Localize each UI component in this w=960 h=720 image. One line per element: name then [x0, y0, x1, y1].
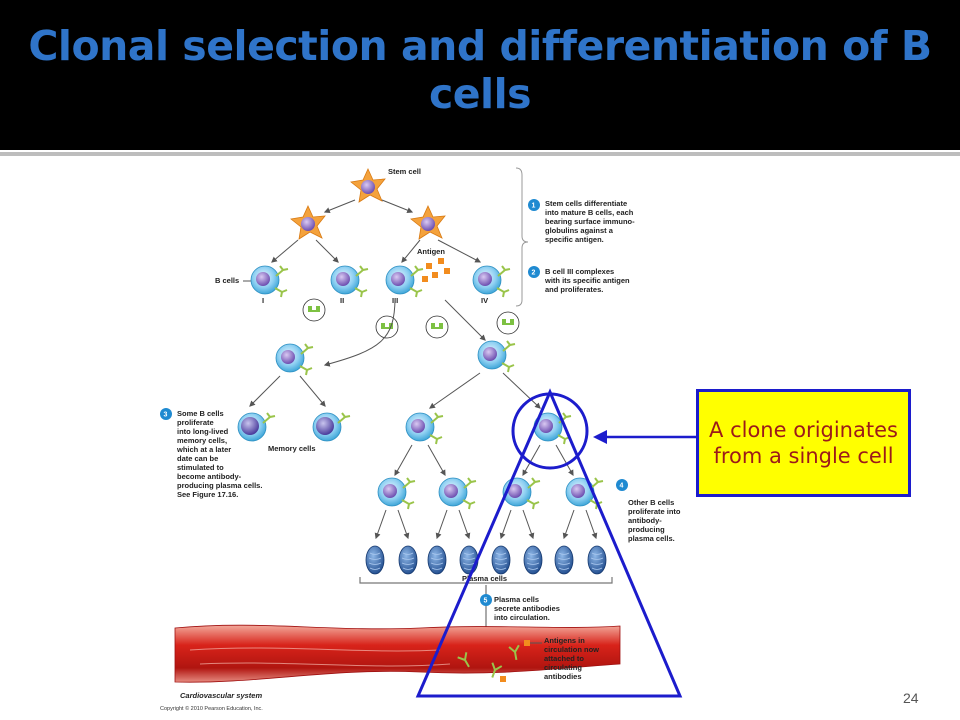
step-1-line-1: Stem cells differentiate	[545, 199, 627, 208]
stem-cell-daughter-right	[410, 205, 446, 240]
callout-arrowhead	[593, 430, 607, 444]
step-1-line-2: into mature B cells, each	[545, 208, 634, 217]
antigens-note-line-4: circulating	[544, 663, 582, 672]
step-5-line-1: Plasma cells	[494, 595, 539, 604]
step-4: 4 Other B cells proliferate into antibod…	[616, 479, 681, 543]
step-3-line-8: become antibody-	[177, 472, 242, 481]
roman-ii: II	[340, 296, 344, 305]
clone-triangle	[415, 388, 683, 698]
stem-cell	[350, 168, 386, 203]
proliferating-b-cell-plasma-branch	[477, 340, 516, 373]
step-3-line-10: See Figure 17.16.	[177, 490, 238, 499]
plasma-cell	[427, 545, 447, 575]
daughter-b-cell-1	[405, 412, 444, 445]
step-2: 2 B cell III complexes with its specific…	[528, 266, 630, 294]
proliferating-b-cell-memory-branch	[275, 343, 314, 376]
antigens-note-line-5: antibodies	[544, 672, 582, 681]
step-3-number: 3	[164, 412, 168, 419]
antigen-particles	[422, 258, 450, 282]
step-1-line-3: bearing surface immuno-	[545, 217, 635, 226]
plasma-cells-row	[365, 545, 607, 575]
plasma-cell	[365, 545, 385, 575]
step-4-line-2: proliferate into	[628, 507, 681, 516]
step-1-number: 1	[532, 203, 536, 210]
step-4-line-3: antibody-	[628, 516, 662, 525]
b-cell-iii	[385, 265, 424, 298]
b-cell-i	[250, 265, 289, 298]
step-5-number: 5	[484, 598, 488, 605]
receptor-detail-i	[302, 298, 326, 322]
memory-cell-2	[312, 412, 351, 442]
antigens-note-line-1: Antigens in	[544, 636, 585, 645]
page-number: 24	[903, 690, 919, 706]
step-2-line-1: B cell III complexes	[545, 267, 614, 276]
step-1-line-4: globulins against a	[545, 226, 614, 235]
step-3-line-3: into long-lived	[177, 427, 229, 436]
step-3-line-4: memory cells,	[177, 436, 227, 445]
step-3-line-5: which at a later	[176, 445, 231, 454]
step-1-line-5: specific antigen.	[545, 235, 604, 244]
step-4-line-1: Other B cells	[628, 498, 674, 507]
plasma-cells-label: Plasma cells	[462, 574, 507, 583]
plasma-cell	[523, 545, 543, 575]
clone-callout-text: A clone originates from a single cell	[709, 418, 898, 468]
memory-cell-1	[237, 412, 276, 442]
step-3-line-7: stimulated to	[177, 463, 224, 472]
step-3: 3 Some B cells proliferate into long-liv…	[160, 408, 262, 499]
clone-callout-box: A clone originates from a single cell	[696, 389, 911, 497]
title-divider	[0, 152, 960, 156]
antigens-note-line-3: attached to	[544, 654, 584, 663]
clone-b-cell-2	[438, 477, 477, 510]
step-4-line-4: producing	[628, 525, 665, 534]
b-cell-ii	[330, 265, 369, 298]
plasma-cell	[398, 545, 418, 575]
blood-vessel	[174, 624, 621, 683]
b-cell-iv	[472, 265, 511, 298]
step-5-line-3: into circulation.	[494, 613, 550, 622]
step-4-line-5: plasma cells.	[628, 534, 675, 543]
stem-cell-daughter-left	[290, 205, 326, 240]
plasma-cell	[491, 545, 511, 575]
receptor-detail-iv	[496, 311, 520, 335]
antigen-label: Antigen	[417, 247, 445, 256]
b-cells-label: B cells	[215, 276, 239, 285]
plasma-cell	[459, 545, 479, 575]
receptor-detail-iii	[425, 315, 449, 339]
antigens-note: Antigens in circulation now attached to …	[544, 636, 599, 681]
antigens-note-line-2: circulation now	[544, 645, 599, 654]
step-2-line-3: and proliferates.	[545, 285, 603, 294]
clone-b-cell-3	[502, 477, 541, 510]
step-5: 5 Plasma cells secrete antibodies into c…	[480, 594, 560, 622]
copyright-text: Copyright © 2010 Pearson Education, Inc.	[160, 705, 263, 712]
stem-cell-label: Stem cell	[388, 167, 421, 176]
step-5-line-2: secrete antibodies	[494, 604, 560, 613]
step-3-line-1: Some B cells	[177, 409, 224, 418]
step-3-line-2: proliferate	[177, 418, 214, 427]
plasma-cell	[554, 545, 574, 575]
stem-cell-group: Stem cell	[290, 167, 446, 240]
slide-title: Clonal selection and differentiation of …	[28, 22, 932, 118]
plasma-cell	[587, 545, 607, 575]
step-2-line-2: with its specific antigen	[544, 276, 630, 285]
cardiovascular-label: Cardiovascular system	[180, 691, 262, 700]
memory-cells-label: Memory cells	[268, 444, 316, 453]
title-bar	[0, 0, 960, 150]
step-4-number: 4	[620, 483, 624, 490]
step-2-number: 2	[532, 270, 536, 277]
step-1: 1 Stem cells differentiate into mature B…	[528, 199, 635, 244]
roman-iv: IV	[481, 296, 488, 305]
clone-b-cell-1	[377, 477, 416, 510]
step-3-line-9: producing plasma cells.	[177, 481, 262, 490]
circulating-antibodies	[456, 640, 530, 682]
step-3-line-6: date can be	[177, 454, 218, 463]
roman-i: I	[262, 296, 264, 305]
